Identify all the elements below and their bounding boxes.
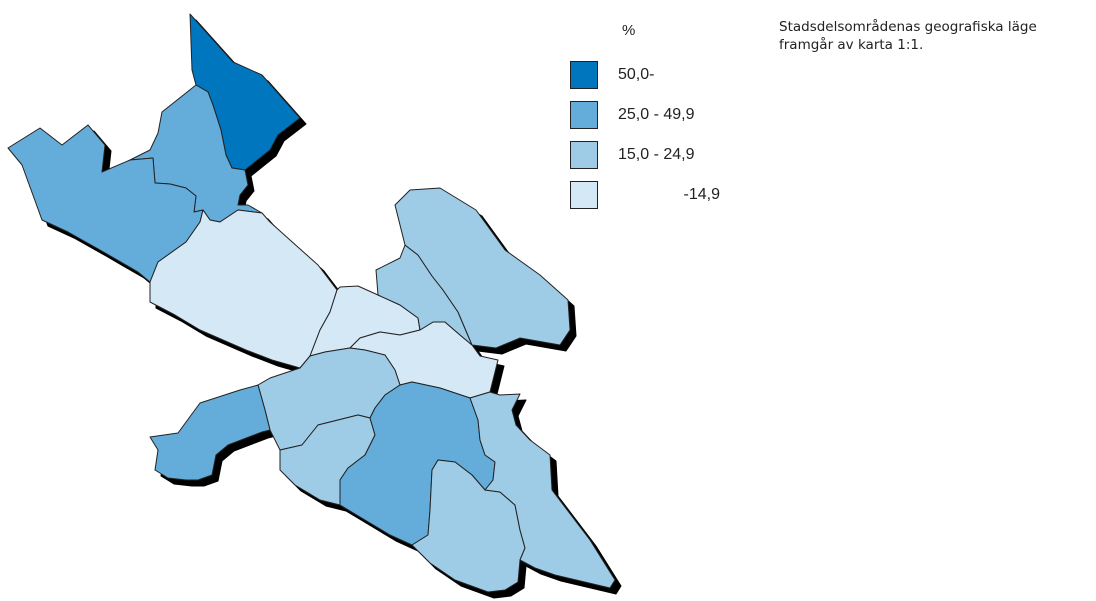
legend-row-class-2: 15,0 - 24,9 bbox=[570, 141, 750, 171]
legend-swatch-class-0 bbox=[570, 61, 598, 89]
region-northeast bbox=[394, 187, 571, 349]
legend-label-class-0: 50,0- bbox=[618, 66, 655, 83]
region-southeast bbox=[469, 391, 616, 589]
legend-label-class-3: -14,9 bbox=[683, 186, 720, 203]
legend-swatch-class-3 bbox=[570, 181, 598, 209]
legend-row-class-1: 25,0 - 49,9 bbox=[570, 101, 750, 131]
map-regions bbox=[7, 13, 616, 593]
legend-unit-label: % bbox=[622, 22, 636, 39]
map-note-line-1: Stadsdelsområdenas geografiska läge bbox=[779, 19, 1037, 35]
map-note: Stadsdelsområdenas geografiska läge fram… bbox=[779, 18, 1094, 54]
legend-row-class-0: 50,0- bbox=[570, 61, 750, 91]
legend-label-class-1: 25,0 - 49,9 bbox=[618, 106, 695, 123]
region-southwest bbox=[149, 384, 271, 481]
legend-label-class-2: 15,0 - 24,9 bbox=[618, 146, 695, 163]
region-west bbox=[7, 124, 204, 283]
legend-swatch-class-2 bbox=[570, 141, 598, 169]
legend-swatch-class-1 bbox=[570, 101, 598, 129]
map-note-line-2: framgår av karta 1:1. bbox=[779, 37, 924, 53]
legend-row-class-3: -14,9 bbox=[570, 181, 750, 211]
